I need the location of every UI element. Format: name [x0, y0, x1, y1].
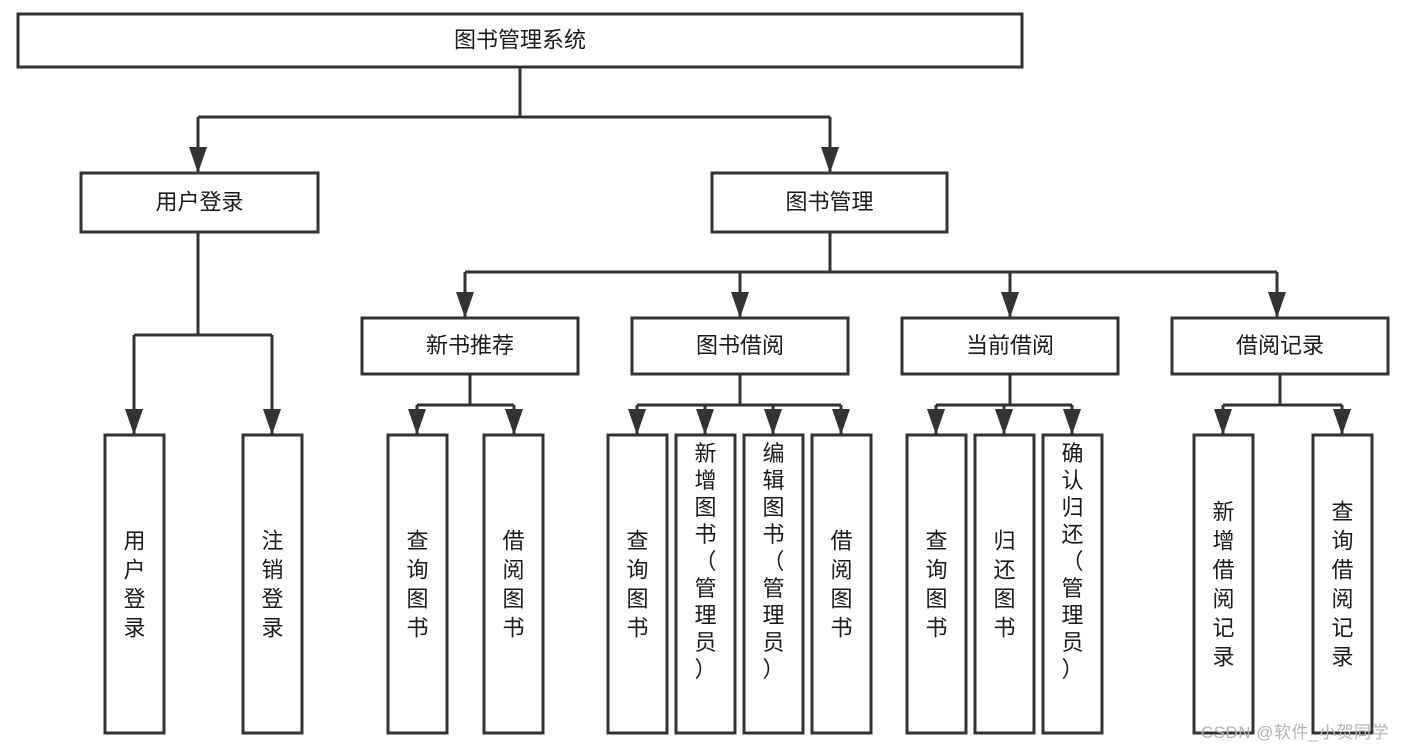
book-borrow-to-leaf-edit-book-admin-arrow-icon [764, 409, 782, 435]
node-box-leaf-user-logout[interactable] [241, 433, 304, 735]
node-leaf-add-borrow-record[interactable]: 新增借阅记录 [1192, 433, 1255, 735]
book-management-to-book-borrow-arrow-icon [731, 292, 749, 318]
node-leaf-add-book-admin[interactable]: 新增图书（管理员） [674, 433, 737, 735]
node-box-user-login[interactable] [79, 171, 320, 234]
node-leaf-edit-book-admin[interactable]: 编辑图书（管理员） [742, 433, 805, 735]
node-box-leaf-add-borrow-record[interactable] [1192, 433, 1255, 735]
node-box-book-management[interactable] [710, 171, 949, 234]
node-new-book-recommend[interactable]: 新书推荐 [360, 316, 580, 376]
node-leaf-return-book[interactable]: 归还图书 [973, 433, 1036, 735]
new-book-recommend-to-leaf-borrow-book-recommend-arrow-icon [505, 409, 523, 435]
book-management-to-current-borrow-arrow-icon [1001, 292, 1019, 318]
node-label-book-management: 图书管理 [785, 189, 873, 214]
borrow-record-to-leaf-query-borrow-record-arrow-icon [1333, 409, 1351, 435]
node-box-leaf-query-book-recommend[interactable] [386, 433, 449, 735]
node-box-current-borrow[interactable] [900, 316, 1120, 376]
node-box-root[interactable] [16, 12, 1024, 69]
node-box-leaf-borrow-book-recommend[interactable] [482, 433, 545, 735]
node-box-leaf-user-login[interactable] [103, 433, 166, 735]
book-borrow-to-leaf-query-book-borrow-arrow-icon [628, 409, 646, 435]
node-leaf-user-logout[interactable]: 注销登录 [241, 433, 304, 735]
node-leaf-confirm-return-admin[interactable]: 确认归还（管理员） [1041, 433, 1104, 735]
connector-layer [125, 67, 1351, 435]
node-label-leaf-add-book-admin: 新增图书（管理员） [694, 441, 716, 682]
node-box-leaf-confirm-return-admin[interactable] [1041, 433, 1104, 735]
node-leaf-borrow-book-recommend[interactable]: 借阅图书 [482, 433, 545, 735]
node-book-management[interactable]: 图书管理 [710, 171, 949, 234]
root-to-book-management-arrow-icon [821, 147, 839, 173]
node-label-leaf-query-book-recommend: 查询图书 [406, 529, 428, 641]
user-login-to-leaf-user-login-arrow-icon [125, 409, 143, 435]
node-root[interactable]: 图书管理系统 [16, 12, 1024, 69]
node-book-borrow[interactable]: 图书借阅 [630, 316, 850, 376]
node-box-leaf-query-book-current[interactable] [905, 433, 968, 735]
node-leaf-query-borrow-record[interactable]: 查询借阅记录 [1311, 433, 1374, 735]
node-box-leaf-borrow-book[interactable] [810, 433, 873, 735]
node-leaf-query-book-current[interactable]: 查询图书 [905, 433, 968, 735]
book-management-to-new-book-recommend-arrow-icon [456, 292, 474, 318]
node-current-borrow[interactable]: 当前借阅 [900, 316, 1120, 376]
node-box-leaf-query-book-borrow[interactable] [606, 433, 669, 735]
node-leaf-query-book-recommend[interactable]: 查询图书 [386, 433, 449, 735]
current-borrow-to-leaf-return-book-arrow-icon [995, 409, 1013, 435]
node-label-leaf-query-book-borrow: 查询图书 [626, 529, 648, 641]
borrow-record-to-leaf-add-borrow-record-arrow-icon [1214, 409, 1232, 435]
node-box-book-borrow[interactable] [630, 316, 850, 376]
node-label-current-borrow: 当前借阅 [966, 333, 1054, 358]
book-borrow-to-leaf-add-book-admin-arrow-icon [696, 409, 714, 435]
node-box-new-book-recommend[interactable] [360, 316, 580, 376]
node-box-leaf-query-borrow-record[interactable] [1311, 433, 1374, 735]
current-borrow-to-leaf-confirm-return-admin-arrow-icon [1063, 409, 1081, 435]
node-label-leaf-query-borrow-record: 查询借阅记录 [1331, 500, 1353, 670]
user-login-to-leaf-user-logout-arrow-icon [263, 409, 281, 435]
node-box-leaf-edit-book-admin[interactable] [742, 433, 805, 735]
node-label-leaf-edit-book-admin: 编辑图书（管理员） [762, 441, 784, 682]
root-to-user-login-arrow-icon [189, 147, 207, 173]
node-label-new-book-recommend: 新书推荐 [426, 333, 514, 358]
node-layer: 图书管理系统用户登录图书管理新书推荐图书借阅当前借阅借阅记录用户登录注销登录查询… [16, 12, 1390, 735]
node-leaf-borrow-book[interactable]: 借阅图书 [810, 433, 873, 735]
node-label-book-borrow: 图书借阅 [696, 333, 784, 358]
node-label-borrow-record: 借阅记录 [1236, 333, 1324, 358]
node-label-leaf-borrow-book-recommend: 借阅图书 [502, 529, 524, 641]
book-management-to-borrow-record-arrow-icon [1268, 292, 1286, 318]
node-label-leaf-query-book-current: 查询图书 [925, 529, 947, 641]
node-label-leaf-add-borrow-record: 新增借阅记录 [1212, 500, 1234, 670]
node-label-leaf-return-book: 归还图书 [993, 529, 1015, 641]
node-borrow-record[interactable]: 借阅记录 [1170, 316, 1390, 376]
current-borrow-to-leaf-query-book-current-arrow-icon [927, 409, 945, 435]
node-label-leaf-user-logout: 注销登录 [261, 529, 283, 641]
node-box-leaf-return-book[interactable] [973, 433, 1036, 735]
node-box-leaf-add-book-admin[interactable] [674, 433, 737, 735]
node-leaf-query-book-borrow[interactable]: 查询图书 [606, 433, 669, 735]
node-label-leaf-user-login: 用户登录 [123, 529, 145, 641]
watermark-text: CSDN @软件_小贺同学 [1200, 723, 1389, 742]
new-book-recommend-to-leaf-query-book-recommend-arrow-icon [408, 409, 426, 435]
node-label-root: 图书管理系统 [454, 27, 586, 52]
node-label-leaf-borrow-book: 借阅图书 [830, 529, 852, 641]
book-borrow-to-leaf-borrow-book-arrow-icon [832, 409, 850, 435]
node-box-borrow-record[interactable] [1170, 316, 1390, 376]
node-label-user-login: 用户登录 [155, 189, 243, 214]
node-leaf-user-login[interactable]: 用户登录 [103, 433, 166, 735]
node-label-leaf-confirm-return-admin: 确认归还（管理员） [1061, 441, 1083, 682]
node-user-login[interactable]: 用户登录 [79, 171, 320, 234]
